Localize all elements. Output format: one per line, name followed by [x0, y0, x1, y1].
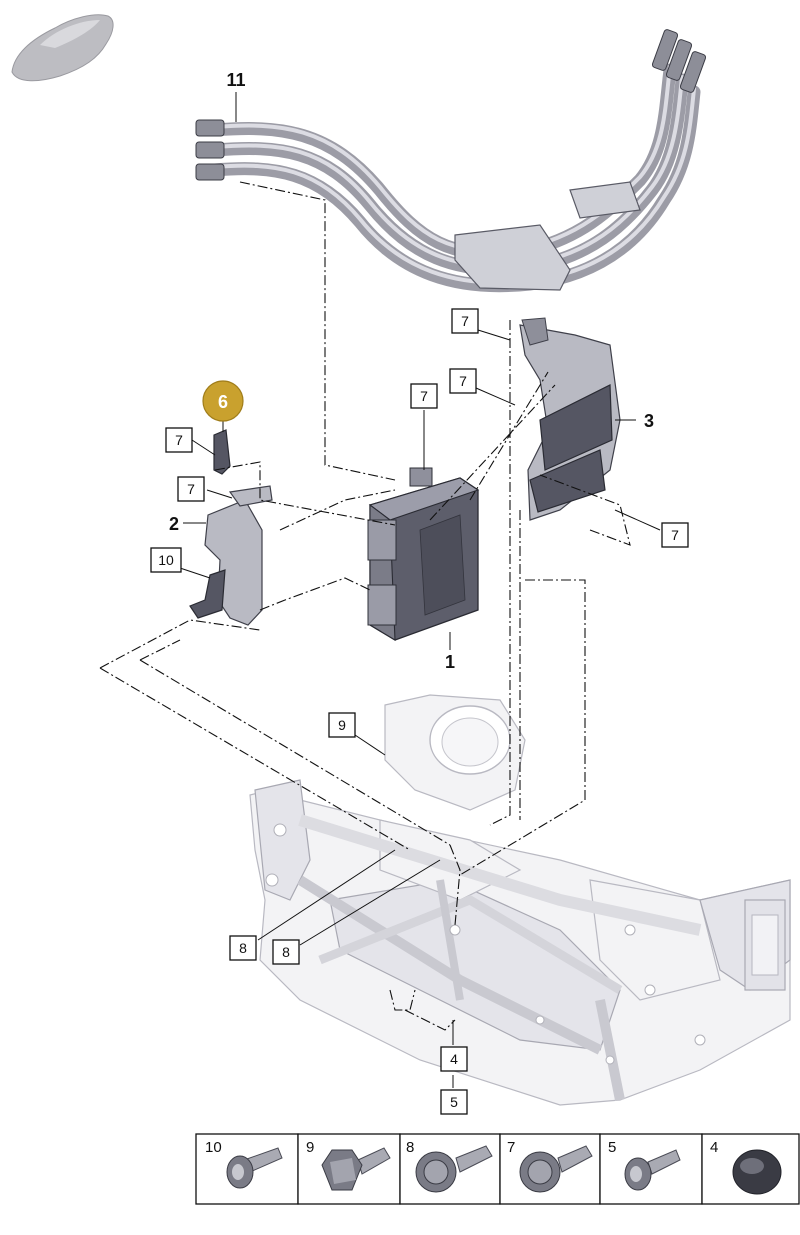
callout-7-lower-right[interactable]: 7: [661, 522, 689, 548]
part-label-2: 2: [169, 514, 179, 534]
part-label-11: 11: [226, 70, 245, 90]
callout-7-left-lower[interactable]: 7: [177, 476, 205, 502]
highlight-label: 6: [218, 392, 228, 412]
button-head-screw-icon: [624, 1149, 681, 1191]
callout-7-left-upper[interactable]: 7: [165, 427, 193, 453]
callout-text: 7: [461, 313, 469, 329]
fastener-legend: 10 9 8 7 5 4: [195, 1133, 800, 1205]
grommet-icon: [732, 1149, 782, 1195]
callout-text: 10: [158, 552, 174, 568]
flange-torx-bolt-icon: [519, 1145, 593, 1193]
callout-text: 9: [338, 717, 346, 733]
part-label-3: 3: [644, 411, 654, 431]
callout-text: 7: [187, 481, 195, 497]
callout-7-upper-right[interactable]: 7: [451, 308, 479, 334]
legend-number: 9: [306, 1139, 314, 1156]
legend-number: 4: [710, 1139, 718, 1156]
front-subframe: [249, 694, 791, 1106]
callout-10[interactable]: 10: [150, 547, 182, 573]
legend-number: 7: [507, 1139, 515, 1156]
flange-torx-bolt-icon: [415, 1145, 493, 1193]
left-bracket[interactable]: [189, 429, 273, 626]
leader-lines: [179, 92, 661, 1088]
callout-text: 4: [450, 1051, 458, 1067]
callout-5[interactable]: 5: [440, 1089, 468, 1115]
legend-number: 8: [406, 1139, 414, 1156]
callout-text: 8: [282, 944, 290, 960]
assembly-lines: [99, 181, 631, 1031]
button-head-screw-icon: [226, 1147, 283, 1189]
legend-number: 5: [608, 1139, 616, 1156]
callout-text: 8: [239, 940, 247, 956]
part-label-1: 1: [445, 652, 455, 672]
coolant-pipe-assembly[interactable]: [195, 29, 707, 293]
callout-7-mid-right[interactable]: 7: [449, 368, 477, 394]
callout-text: 5: [450, 1094, 458, 1110]
legend-number: 10: [205, 1139, 222, 1156]
callout-7-control-unit[interactable]: 7: [410, 383, 438, 409]
control-unit[interactable]: [367, 467, 480, 641]
callout-8-left[interactable]: 8: [229, 935, 257, 961]
callout-8-right[interactable]: 8: [272, 939, 300, 965]
callout-text: 7: [671, 527, 679, 543]
callout-text: 7: [459, 373, 467, 389]
car-silhouette-icon[interactable]: [11, 14, 114, 82]
hex-bolt-icon: [321, 1147, 391, 1191]
callout-4[interactable]: 4: [440, 1046, 468, 1072]
callout-text: 7: [175, 432, 183, 448]
callout-text: 7: [420, 388, 428, 404]
highlight-callout-6[interactable]: 6: [202, 380, 244, 422]
right-bracket[interactable]: [519, 317, 621, 521]
callout-9[interactable]: 9: [328, 712, 356, 738]
